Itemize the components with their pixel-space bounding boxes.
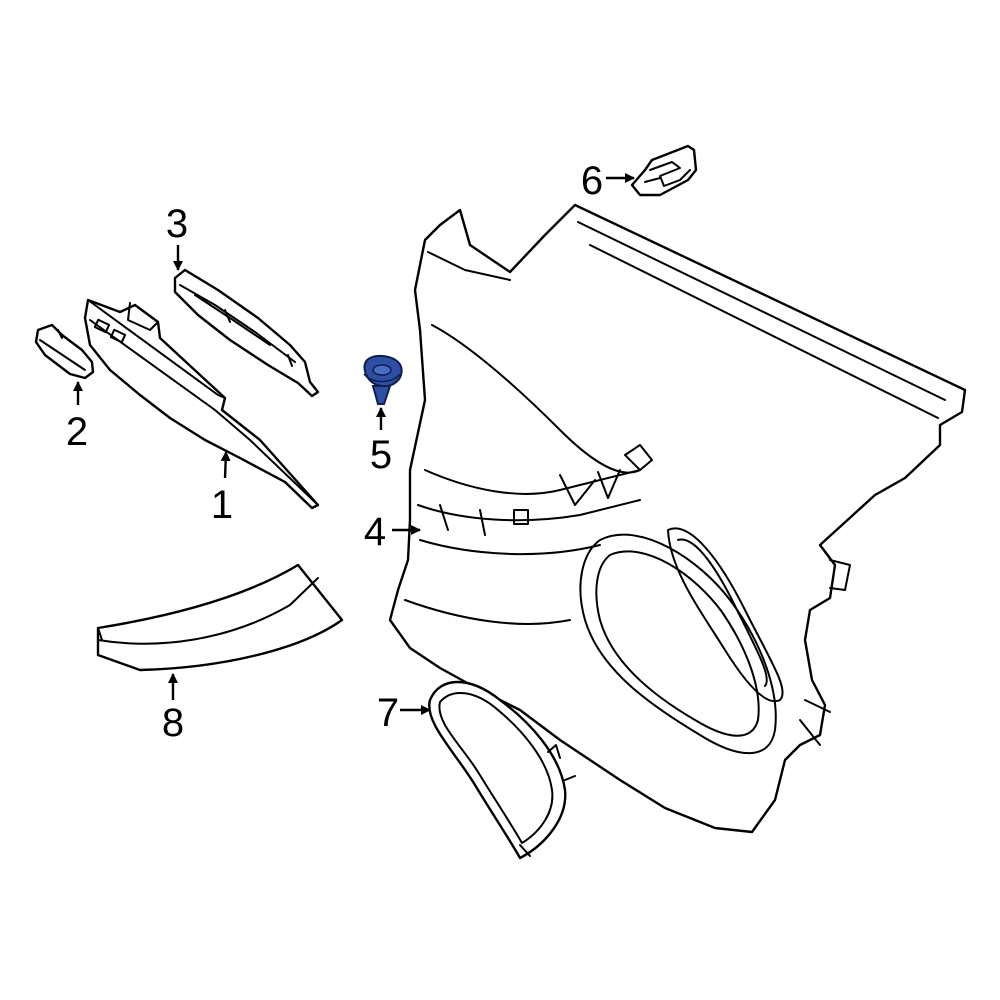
part-6-bracket-clip[interactable] xyxy=(630,144,698,197)
part-2-small-cover[interactable] xyxy=(34,323,95,380)
callout-5: 5 xyxy=(370,433,392,477)
part-5-push-clip[interactable] xyxy=(363,354,403,405)
callout-1: 1 xyxy=(211,483,233,527)
part-3-seal-strip[interactable] xyxy=(173,268,320,398)
part-4-quarter-trim-panel[interactable] xyxy=(388,203,967,834)
callout-2: 2 xyxy=(66,410,88,454)
part-1-pillar-trim[interactable] xyxy=(83,298,320,510)
callout-3: 3 xyxy=(166,202,188,246)
callout-labels: 1 2 3 4 5 6 7 8 xyxy=(66,159,603,745)
callout-7: 7 xyxy=(377,691,399,735)
part-8-curved-trim[interactable] xyxy=(96,563,344,672)
callout-4: 4 xyxy=(364,510,386,554)
arrow-1 xyxy=(220,451,231,479)
callout-8: 8 xyxy=(162,701,184,745)
part-7-window-trim-ring[interactable] xyxy=(428,680,576,860)
callout-6: 6 xyxy=(581,159,603,203)
callout-arrows xyxy=(73,173,635,715)
